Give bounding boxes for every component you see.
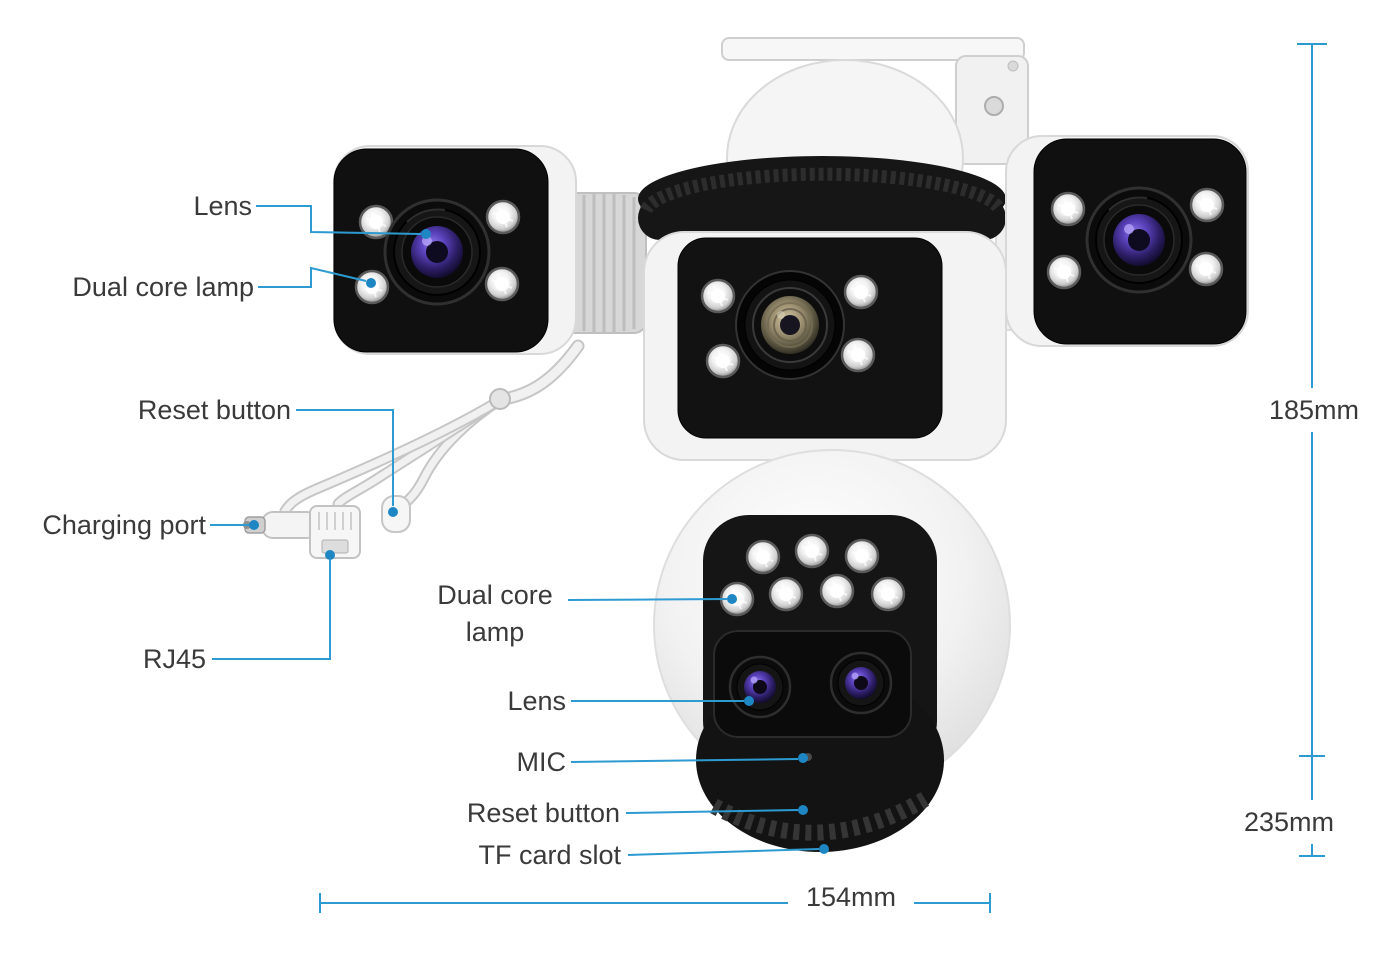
screw-hole (984, 96, 1004, 116)
right-camera-lamp-bl (1046, 254, 1082, 290)
right-bullet-camera (1005, 135, 1249, 347)
ribbed-crown (638, 156, 1006, 242)
ball-lens-left (728, 655, 792, 719)
center-camera-lens (735, 270, 845, 380)
ball-lens-right (829, 651, 893, 715)
wall-mount-bracket (721, 37, 1029, 165)
center-camera-lamp-br (840, 337, 876, 373)
ball-lamp-row1-1 (745, 539, 781, 575)
ball-lamp-row1-3 (844, 538, 880, 574)
right-camera-lens (1085, 186, 1193, 294)
leader-mic (570, 758, 799, 763)
leader-rj45 (212, 560, 331, 660)
speaker-grille (710, 789, 935, 841)
label-mic: MIC (516, 747, 567, 777)
left-camera-lamp-br (484, 266, 520, 302)
left-bullet-camera (333, 145, 577, 355)
right-camera-lamp-br (1188, 251, 1224, 287)
right-camera-lamp-tr (1189, 187, 1225, 223)
label-charging-port: Charging port (42, 510, 206, 540)
ball-lamp-row2-4 (870, 576, 906, 612)
center-camera-lamp-bl (705, 343, 741, 379)
label-dual-core-lamp-top: Dual core lamp (72, 272, 254, 302)
left-camera-lamp-tr (485, 199, 521, 235)
dim-label-154mm: 154mm (805, 882, 897, 912)
ball-lamp-row2-3 (819, 573, 855, 609)
leader-dual-core-lamp-bottom (567, 598, 728, 601)
center-camera-lamp-tl (700, 278, 736, 314)
label-lens-top: Lens (193, 191, 252, 221)
label-lens-bottom: Lens (507, 686, 566, 716)
leader-lens-top (256, 205, 422, 235)
dim-label-235mm: 235mm (1243, 807, 1335, 837)
left-camera-lens (383, 198, 491, 306)
label-rj45: RJ45 (142, 644, 206, 674)
leader-dual-core-lamp-top (258, 266, 367, 288)
leader-dots (249, 229, 829, 854)
leader-reset-button-top (296, 409, 394, 506)
label-reset-button-bottom: Reset button (466, 798, 620, 828)
leader-tf-card-slot (627, 848, 820, 856)
leader-lines (210, 205, 820, 856)
label-tf-card-slot: TF card slot (478, 840, 621, 870)
center-camera-lamp-tr (843, 274, 879, 310)
right-camera-lamp-tl (1050, 191, 1086, 227)
rj45-connector (309, 505, 361, 559)
leader-reset-button-bottom (625, 809, 799, 814)
dim-label-185mm: 185mm (1268, 395, 1360, 425)
ball-lamp-row2-2 (768, 576, 804, 612)
cable-split-ring (489, 388, 511, 410)
label-reset-button-top: Reset button (137, 395, 291, 425)
ptz-ball-camera (653, 449, 1011, 852)
label-dual-core-lamp-bottom: Dual core lamp (437, 580, 553, 647)
center-camera-body (643, 231, 1007, 461)
screw-hole-small (1007, 60, 1019, 72)
ball-lamp-row1-2 (794, 533, 830, 569)
cable-bundle (279, 339, 585, 517)
dimension-lines (319, 43, 1327, 913)
